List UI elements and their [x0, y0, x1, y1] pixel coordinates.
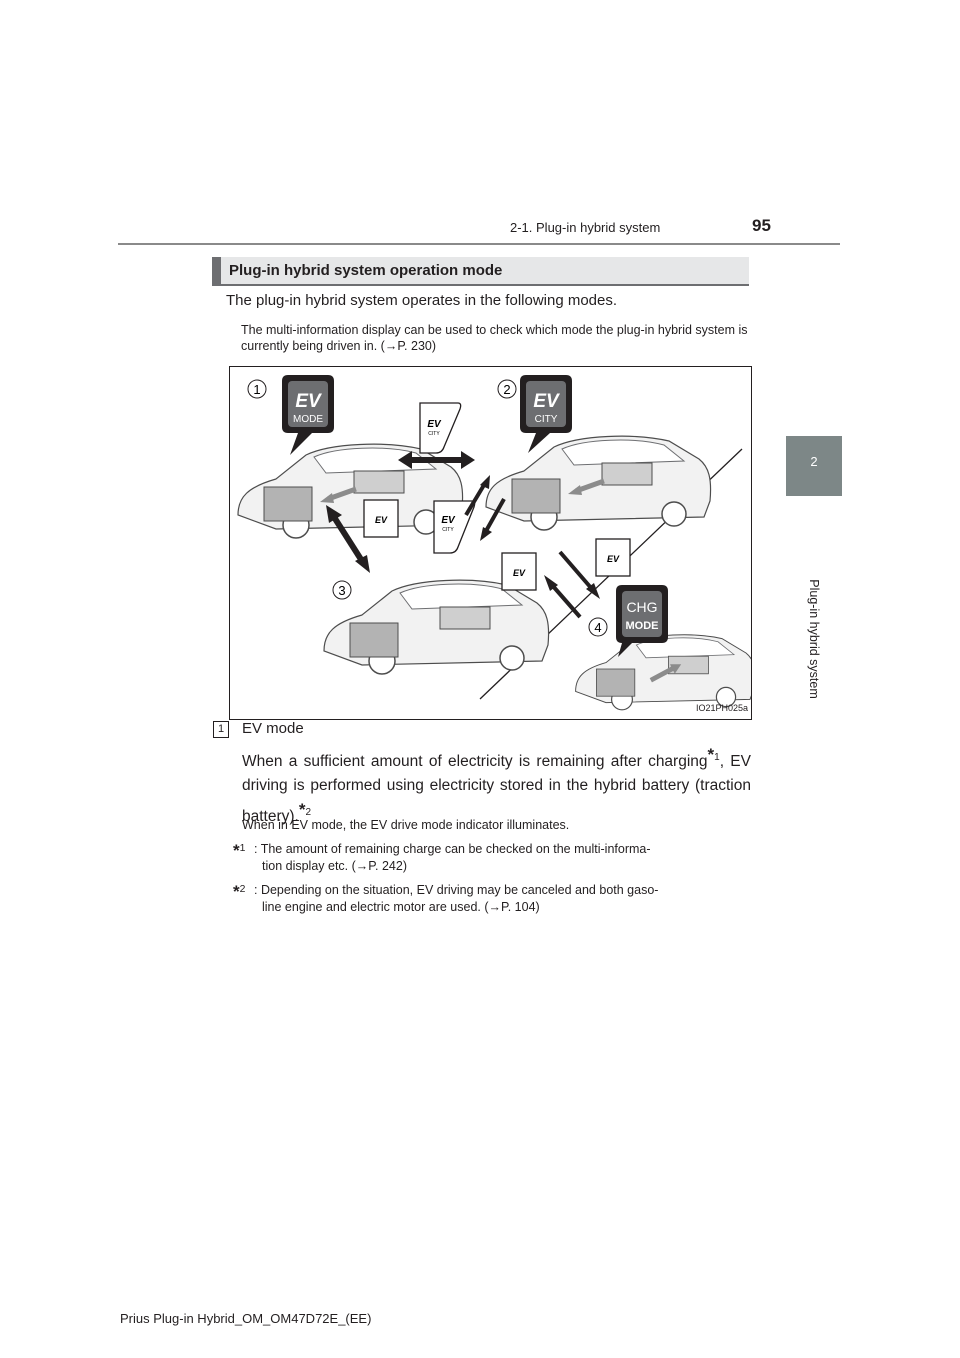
intro-text: The plug-in hybrid system operates in th… — [226, 292, 618, 309]
page-footer: Prius Plug-in Hybrid_OM_OM47D72E_(EE) — [120, 1311, 372, 1326]
section-heading-bar: Plug-in hybrid system operation mode — [212, 257, 749, 286]
car-4-illustration — [575, 634, 756, 711]
callout-3: 3 — [332, 580, 352, 600]
svg-text:EV: EV — [513, 568, 526, 578]
footnote-1-number: 1 — [239, 843, 246, 854]
footnote-1-line-1: : The amount of remaining charge can be … — [254, 842, 651, 856]
operation-mode-illustration: EV MODE EV CITY CHG MODE 1 2 3 4 EV CITY — [229, 366, 756, 720]
svg-text:CITY: CITY — [428, 431, 440, 437]
ev-city-city-text: CITY — [535, 414, 558, 425]
item-1-body-part-b: , EV driving is performed using electric… — [242, 753, 751, 826]
ev-switch-center: EV — [501, 552, 537, 591]
section-heading-accent — [212, 257, 221, 284]
svg-text:2: 2 — [503, 382, 510, 397]
ev-mode-mode-text: MODE — [293, 414, 323, 425]
footnote-2-line-2: line engine and electric motor are used.… — [262, 899, 540, 914]
callout-1: 1 — [247, 379, 267, 399]
footnote-1-line-2: tion display etc. (→P. 242) — [262, 858, 407, 873]
running-header: 2-1. Plug-in hybrid system — [510, 220, 661, 235]
mode-diagram: EV MODE EV CITY CHG MODE 1 2 3 4 EV CITY — [237, 375, 756, 713]
chg-mode-mode-text: MODE — [626, 620, 659, 632]
item-1-marker: 1 — [213, 721, 229, 738]
arrow-mode3-mode4 — [544, 550, 600, 619]
svg-text:EV: EV — [441, 515, 456, 526]
car-1-illustration — [237, 443, 464, 539]
item-1-body-part-a: When a sufficient amount of electricity … — [242, 753, 708, 771]
car-3-illustration — [323, 579, 550, 675]
item-1-title: EV mode — [242, 720, 304, 737]
footnote-ref-star-2: * — [298, 800, 306, 820]
footnote-1: *1 : The amount of remaining charge can … — [233, 841, 751, 874]
ev-switch-right: EV — [595, 538, 631, 577]
page-number: 95 — [752, 216, 771, 235]
footnote-2-line-1: : Depending on the situation, EV driving… — [254, 883, 659, 897]
svg-text:CITY: CITY — [442, 527, 454, 533]
ev-city-indicator: EV CITY — [520, 375, 572, 453]
footnote-ref-2: 2 — [305, 807, 312, 819]
ev-city-switch-top: EV CITY — [419, 402, 462, 454]
svg-text:EV: EV — [607, 554, 620, 564]
callout-4: 4 — [588, 617, 608, 637]
arrow-mode2-mode3 — [464, 475, 506, 541]
header-divider — [118, 243, 840, 245]
svg-text:EV: EV — [427, 419, 442, 430]
footnote-2: *2 : Depending on the situation, EV driv… — [233, 882, 751, 915]
chg-mode-chg-text: CHG — [626, 599, 657, 615]
svg-text:1: 1 — [253, 382, 260, 397]
chapter-label: Plug-in hybrid system — [807, 579, 821, 699]
item-1-body: When a sufficient amount of electricity … — [242, 743, 751, 829]
figure-code: IO21PH025a — [696, 703, 748, 713]
chg-mode-indicator: CHG MODE — [616, 585, 668, 657]
footnote-ref-1: 1 — [714, 752, 720, 763]
arrow-mode1-mode2 — [398, 451, 475, 469]
ev-switch-left: EV — [363, 499, 399, 538]
svg-text:4: 4 — [594, 620, 601, 635]
callout-2: 2 — [497, 379, 517, 399]
svg-text:3: 3 — [338, 583, 345, 598]
footnote-1-star: * — [233, 841, 240, 861]
footnote-2-star: * — [233, 882, 240, 902]
chapter-tab-label: Plug-in hybrid system — [786, 496, 842, 782]
ev-city-ev-text: EV — [533, 391, 560, 412]
display-note: The multi-information display can be use… — [241, 323, 748, 353]
footnote-ref-star-1: * — [707, 745, 715, 764]
chapter-tab-number: 2 — [786, 436, 842, 496]
svg-text:EV: EV — [375, 515, 388, 525]
car-2-illustration — [485, 435, 712, 531]
arrow-mode1-mode3 — [326, 505, 370, 573]
ev-mode-indicator: EV MODE — [282, 375, 334, 455]
footnote-2-number: 2 — [239, 884, 246, 895]
indicator-note: When in EV mode, the EV drive mode indic… — [242, 818, 570, 832]
chapter-number: 2 — [810, 454, 818, 469]
ev-mode-ev-text: EV — [295, 391, 322, 412]
section-title: Plug-in hybrid system operation mode — [229, 262, 503, 279]
